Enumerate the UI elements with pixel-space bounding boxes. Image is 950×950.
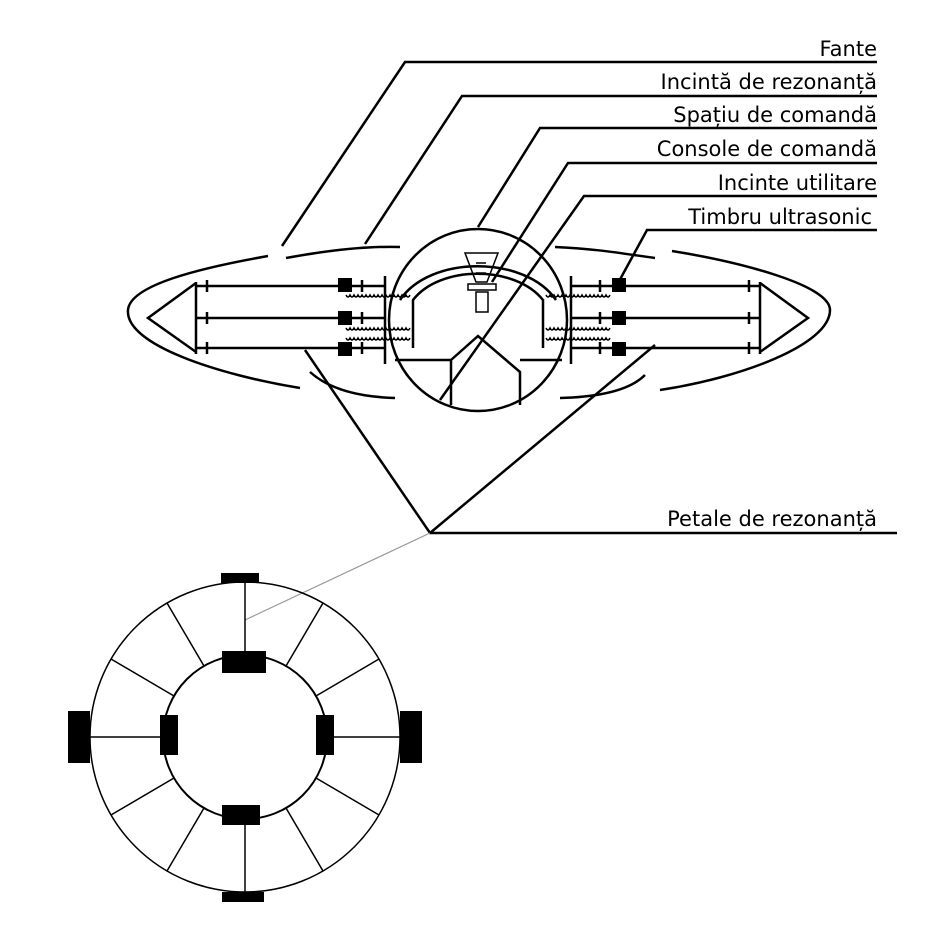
left-petals [145,276,411,364]
leader-fante [280,60,877,247]
command-interior [395,265,562,405]
leader-timbru [615,228,877,286]
leader-petale-detail [244,532,431,621]
command-sphere [387,227,569,413]
resonance-enclosure [126,245,832,400]
right-petals [545,276,811,364]
leader-incinte-utilitare [438,194,877,401]
label-incinte-utilitare: Incinte utilitare [718,171,877,195]
leader-lines [280,60,897,535]
leader-petale-2 [429,344,656,534]
petal-ring-top-view [68,573,422,902]
label-fante: Fante [820,37,877,61]
leader-incinta [363,94,877,245]
label-timbru-ultrasonic: Timbru ultrasonic [687,205,872,229]
labels: Fante Incintă de rezonanță Spațiu de com… [657,37,877,531]
label-incinta-rezonanta: Incintă de rezonanță [661,70,877,94]
leader-petale [303,349,897,535]
leader-console [490,161,877,283]
label-console-comanda: Console de comandă [657,137,877,161]
control-console [463,252,500,313]
label-petale-rezonanta: Petale de rezonanță [667,507,877,531]
leader-spatiu [476,126,877,228]
label-spatiu-comanda: Spațiu de comandă [673,103,877,127]
